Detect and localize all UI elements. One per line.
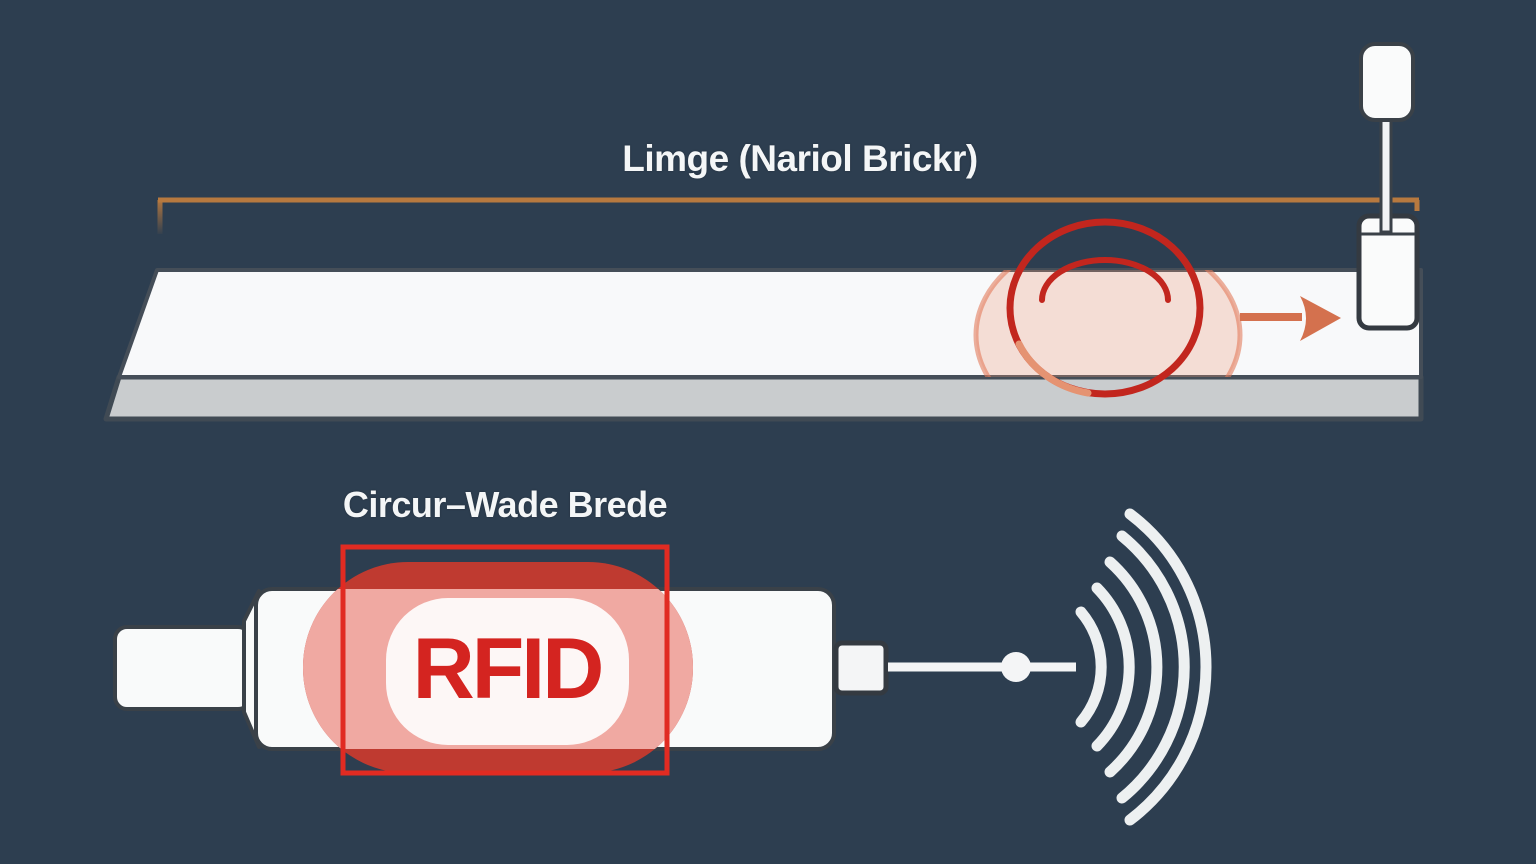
reader-unit [1356,42,1420,331]
top-diagram-title: Limge (Nariol Brickr) [622,138,978,179]
reader-stem [1379,110,1393,234]
span-bracket [157,197,1420,234]
signal-wave-arc-4 [1116,530,1190,804]
coil-outer-loop [1006,218,1204,398]
connector-port [833,640,889,696]
conveyor-top-surface [117,268,1423,379]
tag-end-cap [113,625,252,711]
conveyor-slab [103,268,1424,422]
conveyor-front-face [103,374,1424,422]
reader-head [1359,42,1415,122]
chip-highlight-box [340,544,670,776]
flow-arrow-head [1300,296,1341,341]
signal-wave-arc-1 [1075,606,1107,728]
flow-arrow [1240,296,1341,341]
coil-inner-loop [1039,257,1171,303]
connector-node-dot [1001,652,1031,682]
coil-glow [973,270,1243,377]
coil-glow-group [973,270,1243,377]
bottom-diagram-title: Circur–Wade Brede [342,484,668,525]
rfid-label: RFID [413,621,602,717]
coil-antenna [1006,218,1204,398]
signal-waves [1075,508,1212,826]
chip-window [386,598,629,745]
signal-wave-arc-3 [1104,556,1163,778]
signal-wave-arc-5 [1124,508,1212,826]
antenna-connector [833,640,1076,696]
signal-wave-arc-2 [1091,582,1135,752]
coil-outer-loop-highlight [1015,340,1092,397]
